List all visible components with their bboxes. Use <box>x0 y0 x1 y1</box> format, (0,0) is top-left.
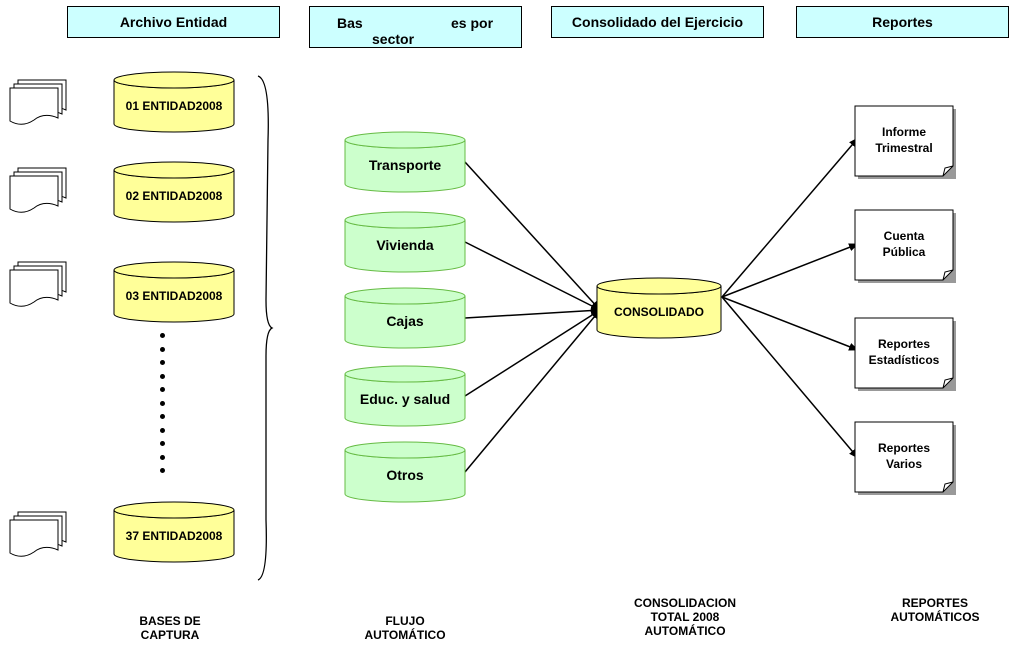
report-doc-2-line-1: Cuenta <box>884 229 925 243</box>
report-doc-2-line-2: Pública <box>883 245 926 259</box>
header-bases-por-sector: Bas es por sector <box>309 6 522 48</box>
document-stack-icon <box>9 167 67 213</box>
sector-cylinder-3-label: Cajas <box>386 313 424 329</box>
flow-arrow <box>464 241 601 311</box>
caption-flujo-line2: AUTOMÁTICO <box>364 628 446 642</box>
sector-cylinder-5: Otros <box>344 441 466 503</box>
report-documents: InformeTrimestralCuentaPúblicaReportesEs… <box>854 105 956 495</box>
caption-bases-captura: BASES DE CAPTURA <box>115 614 225 642</box>
caption-flujo-automatico: FLUJO AUTOMÁTICO <box>345 614 465 642</box>
flow-arrow <box>464 309 601 397</box>
report-arrow <box>721 296 859 459</box>
header-bases-part-a: Bas <box>337 15 363 31</box>
document-stack-icon <box>9 261 67 307</box>
header-archivo-label: Archivo Entidad <box>119 14 228 30</box>
header-consolidado-label: Consolidado del Ejercicio <box>571 14 744 30</box>
sector-cylinder-1: Transporte <box>344 131 466 193</box>
ellipsis-dots <box>160 333 166 481</box>
entity-cylinder-1: 01 ENTIDAD2008 <box>113 71 235 133</box>
caption-cons-line2: TOTAL 2008 <box>650 610 720 624</box>
caption-cons-line1: CONSOLIDACION <box>634 596 736 610</box>
sector-cylinder-2: Vivienda <box>344 211 466 273</box>
header-reportes-label: Reportes <box>872 14 933 30</box>
header-reportes: Reportes <box>796 6 1009 38</box>
caption-bases-line1: BASES DE <box>139 614 201 628</box>
entity-cylinder-4: 37 ENTIDAD2008 <box>113 501 235 563</box>
document-stack-icons <box>9 79 67 557</box>
caption-rep-line2: AUTOMÁTICOS <box>890 610 980 624</box>
report-doc-4-line-1: Reportes <box>878 441 930 455</box>
report-doc-4-line-2: Varios <box>886 457 922 471</box>
flow-arrow <box>464 309 601 473</box>
entity-cylinder-4-label: 37 ENTIDAD2008 <box>126 529 223 543</box>
entity-cylinder-1-label: 01 ENTIDAD2008 <box>126 99 223 113</box>
flow-arrows <box>464 137 859 473</box>
header-bases-part-c: sector <box>372 31 415 47</box>
document-stack-icon <box>9 79 67 125</box>
consolidado-db-label: CONSOLIDADO <box>614 305 704 319</box>
caption-consolidacion-total: CONSOLIDACION TOTAL 2008 AUTOMÁTICO <box>610 596 760 638</box>
report-arrow <box>721 296 859 351</box>
caption-flujo-line1: FLUJO <box>385 614 425 628</box>
header-consolidado-ejercicio: Consolidado del Ejercicio <box>551 6 764 38</box>
sector-cylinder-4: Educ. y salud <box>344 365 466 427</box>
sector-cylinder-3: Cajas <box>344 287 466 349</box>
entity-cylinders: 01 ENTIDAD2008 02 ENTIDAD2008 03 ENTIDAD20… <box>113 71 235 563</box>
document-stack-icon <box>9 511 67 557</box>
consolidado-db: CONSOLIDADO <box>596 277 722 339</box>
report-arrow <box>721 137 859 298</box>
report-arrow <box>721 243 859 298</box>
report-doc-3-line-1: Reportes <box>878 337 930 351</box>
report-doc-1-line-2: Trimestral <box>875 141 932 155</box>
sector-cylinder-2-label: Vivienda <box>376 237 434 253</box>
caption-cons-line3: AUTOMÁTICO <box>644 624 726 638</box>
flow-arrow <box>464 306 601 319</box>
right-brace <box>257 75 274 581</box>
header-bases-part-b: es por <box>451 15 494 31</box>
entity-cylinder-2-label: 02 ENTIDAD2008 <box>126 189 223 203</box>
sector-cylinder-1-label: Transporte <box>369 157 442 173</box>
caption-bases-line2: CAPTURA <box>140 628 200 642</box>
header-archivo-entidad: Archivo Entidad <box>67 6 280 38</box>
sector-cylinder-4-label: Educ. y salud <box>360 391 450 407</box>
caption-reportes-automaticos: REPORTES AUTOMÁTICOS <box>860 596 1010 624</box>
entity-cylinder-2: 02 ENTIDAD2008 <box>113 161 235 223</box>
caption-rep-line1: REPORTES <box>901 596 968 610</box>
report-doc-3-line-2: Estadísticos <box>869 353 940 367</box>
entity-cylinder-3-label: 03 ENTIDAD2008 <box>126 289 223 303</box>
report-doc-1-line-1: Informe <box>882 125 926 139</box>
flow-arrow <box>464 161 601 311</box>
entity-cylinder-3: 03 ENTIDAD2008 <box>113 261 235 323</box>
sector-cylinder-5-label: Otros <box>386 467 424 483</box>
consolidado-cylinder: CONSOLIDADO <box>596 277 722 339</box>
